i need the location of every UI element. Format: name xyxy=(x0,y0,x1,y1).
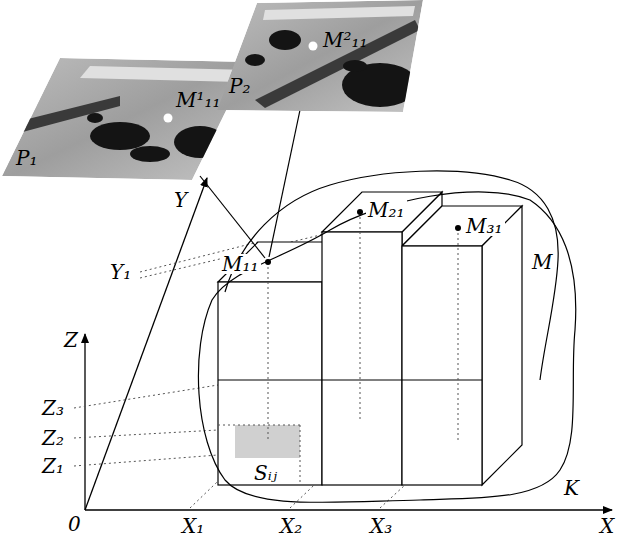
axis-label: X xyxy=(598,516,616,536)
cell-area xyxy=(235,425,300,458)
region-label: K xyxy=(562,478,581,498)
y-axis xyxy=(85,178,207,510)
projection-ray xyxy=(269,110,300,257)
axis-label: Y xyxy=(172,190,189,210)
point-label: M²₁₁ xyxy=(323,30,368,50)
axis-tick-label: X₂ xyxy=(278,516,304,536)
prism-blocks xyxy=(218,192,522,485)
z-axis xyxy=(84,334,85,510)
axis-tick-label: Z₁ xyxy=(40,456,66,476)
image-plane: M¹₁₁ P₁ xyxy=(0,56,252,182)
axis-tick-label: Y₁ xyxy=(108,262,133,282)
point-label: M₁₁ xyxy=(220,254,261,274)
surface-label: M xyxy=(530,252,554,272)
point-label: M₃₁ xyxy=(464,216,505,236)
guide-lines xyxy=(74,206,442,508)
block-edges xyxy=(218,380,482,381)
aerial-photo xyxy=(0,56,252,182)
x-axis xyxy=(85,509,612,510)
point-marker xyxy=(265,259,271,265)
axis-tick-label: X₃ xyxy=(368,516,394,536)
plane-label: P₁ xyxy=(16,148,37,168)
point-label: M₂₁ xyxy=(366,200,407,220)
axis-label: Z xyxy=(62,330,80,350)
base-outline xyxy=(198,192,575,503)
cell-label: Sᵢⱼ xyxy=(252,463,279,483)
origin-label: 0 xyxy=(66,514,83,534)
axis-tick-label: Z₃ xyxy=(40,398,66,418)
point-marker xyxy=(455,225,461,231)
inner-guides xyxy=(218,212,458,485)
image-plane: M²₁₁ P₂ xyxy=(215,0,425,115)
axis-tick-label: X₁ xyxy=(180,516,206,536)
projection-ray xyxy=(200,176,265,258)
axis-tick-label: Z₂ xyxy=(40,428,66,448)
surface-outline xyxy=(225,171,558,380)
point-label: M¹₁₁ xyxy=(176,90,221,110)
point-marker xyxy=(357,209,363,215)
aerial-photo xyxy=(215,0,425,115)
plane-label: P₂ xyxy=(229,76,250,96)
